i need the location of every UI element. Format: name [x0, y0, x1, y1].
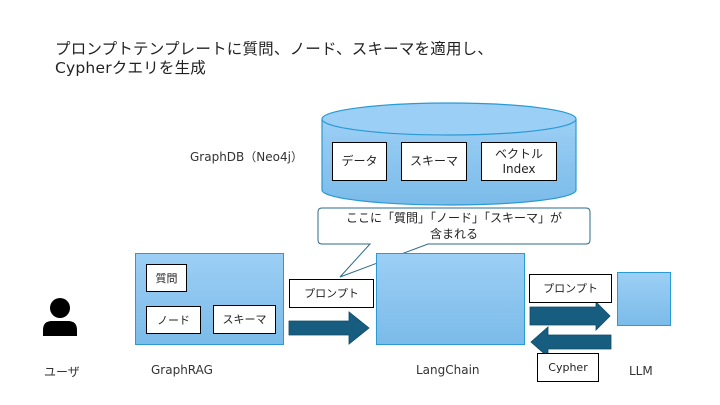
- graphdb-index-label: Index: [502, 161, 536, 176]
- user-label: ユーザ: [44, 365, 80, 379]
- arrow-langchain-to-llm: [529, 301, 611, 331]
- graphrag-question-box: 質問: [146, 264, 187, 292]
- graphrag-schema-label: スキーマ: [222, 313, 267, 326]
- title-line-2: Cypherクエリを生成: [55, 59, 206, 77]
- llm-label: LLM: [629, 364, 653, 378]
- graphdb-data-box: データ: [332, 142, 387, 181]
- callout-line-1: ここに「質問」「ノード」「スキーマ」が: [345, 211, 562, 225]
- diagram-title: プロンプトテンプレートに質問、ノード、スキーマを適用し、 Cypherクエリを生…: [55, 40, 493, 78]
- graphdb-vector-index-box: ベクトル Index: [481, 142, 557, 181]
- graphrag-schema-box: スキーマ: [213, 305, 276, 334]
- graphdb-schema-label: スキーマ: [409, 154, 458, 168]
- graphrag-question-label: 質問: [155, 271, 178, 285]
- callout-text: ここに「質問」「ノード」「スキーマ」が 含まれる: [318, 210, 590, 242]
- callout-line-2: 含まれる: [429, 227, 478, 241]
- graphdb-vector-label: ベクトル: [494, 146, 543, 161]
- graphdb-label: GraphDB（Neo4j）: [190, 150, 303, 164]
- graphrag-node-box: ノード: [146, 306, 201, 334]
- graphrag-label: GraphRAG: [151, 363, 213, 377]
- langchain-box: [376, 253, 525, 345]
- prompt-label-1: プロンプト: [304, 287, 359, 300]
- arrow-graphrag-to-langchain: [288, 311, 370, 345]
- prompt-label-2: プロンプト: [543, 282, 598, 295]
- langchain-label: LangChain: [416, 363, 480, 377]
- title-line-1: プロンプトテンプレートに質問、ノード、スキーマを適用し、: [55, 40, 494, 58]
- llm-box: [617, 272, 671, 326]
- graphdb-data-label: データ: [341, 154, 378, 168]
- cypher-label-box: Cypher: [537, 353, 599, 382]
- graphrag-node-label: ノード: [157, 313, 190, 327]
- cypher-label: Cypher: [548, 361, 588, 374]
- person-icon: [43, 298, 77, 336]
- prompt-label-box-2: プロンプト: [529, 274, 612, 303]
- graphdb-schema-box: スキーマ: [401, 142, 467, 181]
- arrow-llm-to-langchain: [530, 326, 612, 358]
- prompt-label-box-1: プロンプト: [289, 279, 374, 308]
